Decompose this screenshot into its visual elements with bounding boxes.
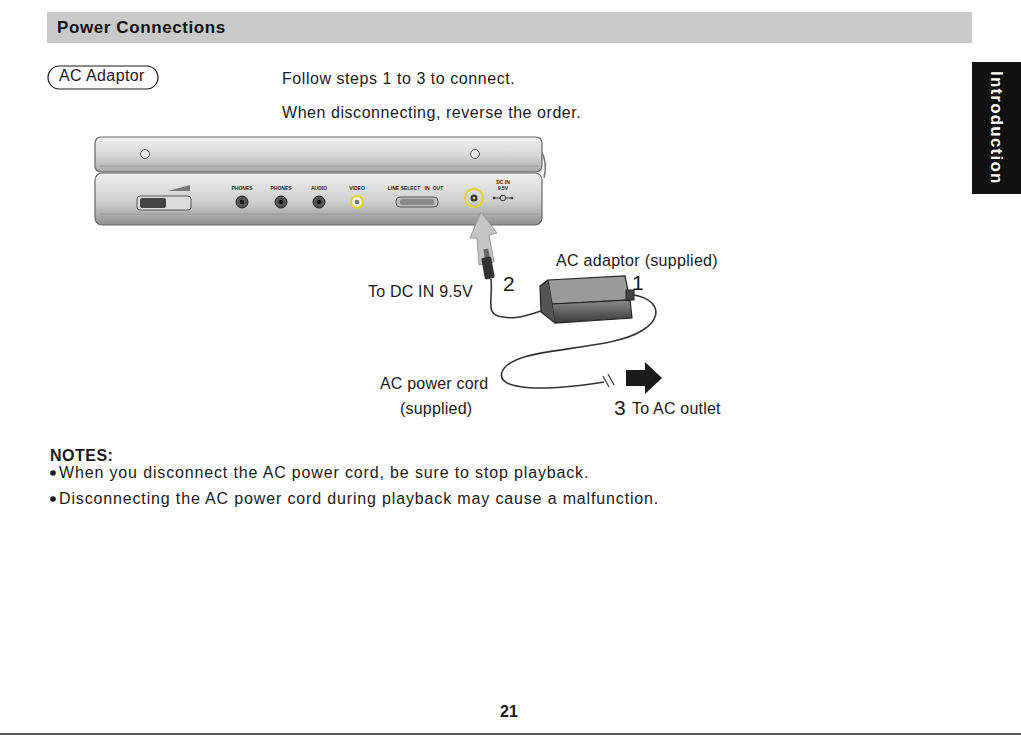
part-name: To DC IN 9.5V [368,283,473,301]
part-name: (supplied) [400,400,472,418]
section-tab: Introduction [972,62,1021,194]
outlet-arrow [626,362,662,394]
jack-label: DC IN [496,180,510,186]
jack-label: AUDIO [311,186,327,192]
cord-break [603,374,614,387]
dc-plug [481,249,541,318]
instruction-text: Follow steps 1 to 3 to connect. [282,70,515,88]
instruction-text: When disconnecting, reverse the order. [282,104,581,122]
part-name: AC adaptor (supplied) [556,252,718,270]
jack-label: 9.5V [498,186,508,192]
page-number: 21 [500,703,518,721]
badge-outline [48,66,158,89]
part-name: AC power cord [380,375,488,393]
switch-label: OUT [433,186,444,192]
bullet [50,470,56,476]
switch-label: LINE SELECT [388,186,421,192]
jack-label: PHONES [231,186,252,192]
page-title: Power Connections [57,18,226,38]
callout-number: 2 [503,272,515,295]
note-text: Disconnecting the AC power cord during p… [59,490,659,508]
jack-label: VIDEO [349,186,365,192]
jack-label: PHONES [270,186,291,192]
note-text: When you disconnect the AC power cord, b… [59,464,589,482]
callout-number: 1 [632,271,644,294]
dvd-player [95,137,545,225]
notes-heading: NOTES: [50,447,113,465]
badge-label: AC Adaptor [47,65,159,87]
part-name: To AC outlet [632,400,721,418]
title-band [47,12,972,43]
bottom-rule [0,733,1021,735]
tab-label: Introduction [987,71,1007,185]
switch-label: IN [425,186,430,192]
section-badge: AC Adaptor [47,65,159,90]
bullet [50,496,56,502]
callout-number: 3 [614,396,626,419]
ac-adaptor-body [540,276,634,323]
insert-arrow [470,212,497,265]
